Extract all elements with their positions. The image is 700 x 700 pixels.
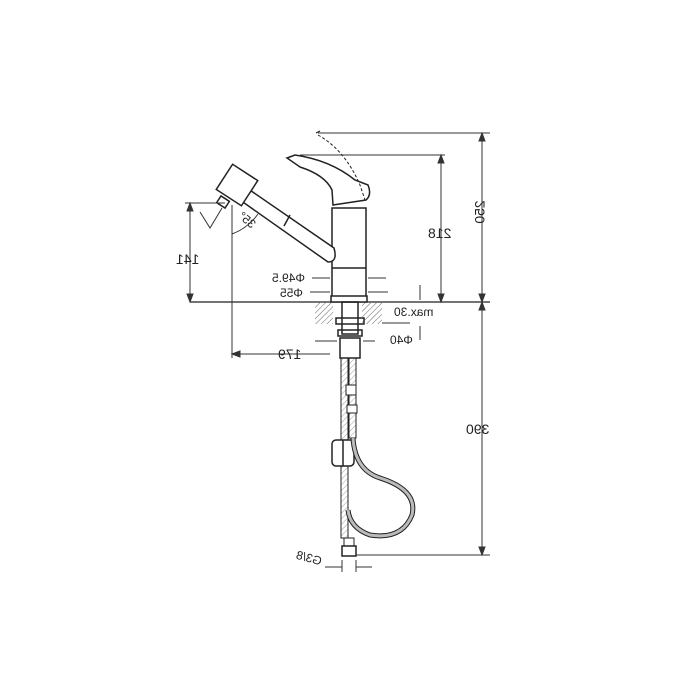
dim-label-max-counter-thickness: max.30 (394, 305, 434, 319)
dim-label-diameter-lower: Φ55 (280, 286, 303, 300)
faucet-body (331, 207, 367, 302)
dim-label-mounting-diameter: Φ40 (390, 333, 413, 347)
dim-label-spout-height: 141 (176, 251, 200, 267)
dim-label-diameter-upper: Φ49.5 (272, 271, 305, 285)
dim-label-spout-reach: 179 (278, 346, 302, 362)
dim-label-handle-height: 218 (428, 225, 452, 241)
dim-label-total-height: 250 (471, 200, 488, 224)
dim-label-below-counter: 390 (466, 421, 490, 437)
